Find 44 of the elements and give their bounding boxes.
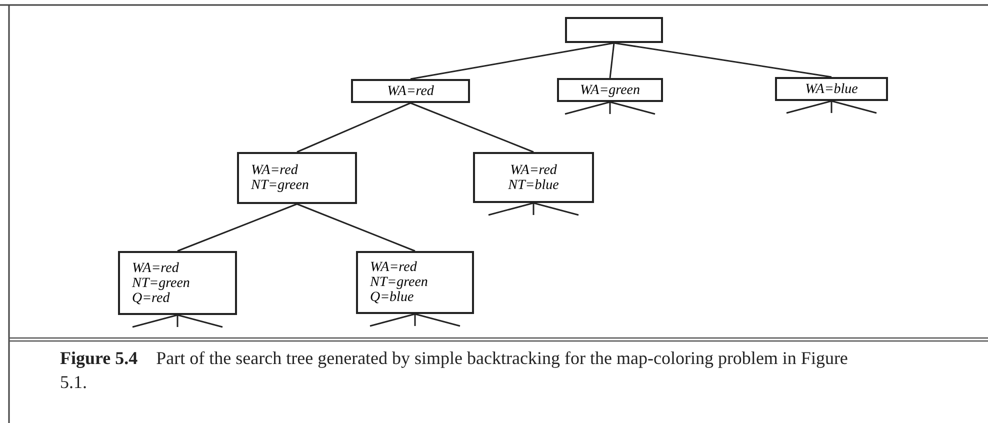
- branch-stub: [786, 100, 832, 114]
- branch-stub: [532, 203, 534, 215]
- state-box: [351, 79, 470, 103]
- assignment-text: NT=green: [132, 276, 190, 290]
- state-box: [473, 152, 594, 203]
- tree-edge: [614, 42, 832, 78]
- assignment-text: WA=red: [510, 162, 557, 178]
- assignment-text: WA=red: [132, 260, 179, 276]
- assignment-text: Q=red: [132, 290, 170, 306]
- branch-stub: [830, 101, 832, 113]
- assignment-text: WA=red: [370, 260, 417, 275]
- assignment-text: Q=blue: [370, 290, 414, 305]
- tree-edge: [296, 102, 411, 153]
- assignment-text: WA=blue: [805, 82, 858, 96]
- tree-edge: [609, 42, 615, 78]
- state-box: [118, 251, 237, 315]
- assignment-text: WA=green: [580, 82, 640, 98]
- branch-stub: [176, 315, 178, 327]
- assignment-text: NT=green: [251, 178, 309, 193]
- state-box: [356, 251, 474, 314]
- tree-edge: [296, 203, 416, 252]
- state-box: [557, 78, 663, 102]
- branch-stub: [609, 102, 611, 114]
- branch-stub: [132, 314, 178, 328]
- state-box: [237, 152, 357, 204]
- branch-stub: [610, 101, 656, 115]
- tree-edge: [410, 42, 614, 80]
- branch-stub: [533, 202, 579, 216]
- state-box: [775, 77, 888, 101]
- assignment-text: WA=red: [387, 84, 434, 98]
- assignment-text: WA=red: [251, 163, 298, 178]
- branch-stub: [414, 314, 416, 326]
- assignment-text: NT=blue: [508, 178, 559, 192]
- tree-edge: [177, 203, 298, 252]
- assignment-text: NT=green: [370, 275, 428, 290]
- branch-stub: [488, 202, 534, 216]
- branch-stub: [370, 313, 416, 327]
- tree-edge: [410, 102, 534, 153]
- branch-stub: [414, 313, 460, 327]
- branch-stub: [564, 101, 610, 115]
- figure-caption: Figure 5.4 Part of the search tree generated by simple backtracking for the map-coloring problem in Figure 5.1.: [60, 347, 849, 394]
- branch-stub: [177, 314, 223, 328]
- branch-stub: [831, 100, 877, 114]
- empty-box: [565, 17, 663, 43]
